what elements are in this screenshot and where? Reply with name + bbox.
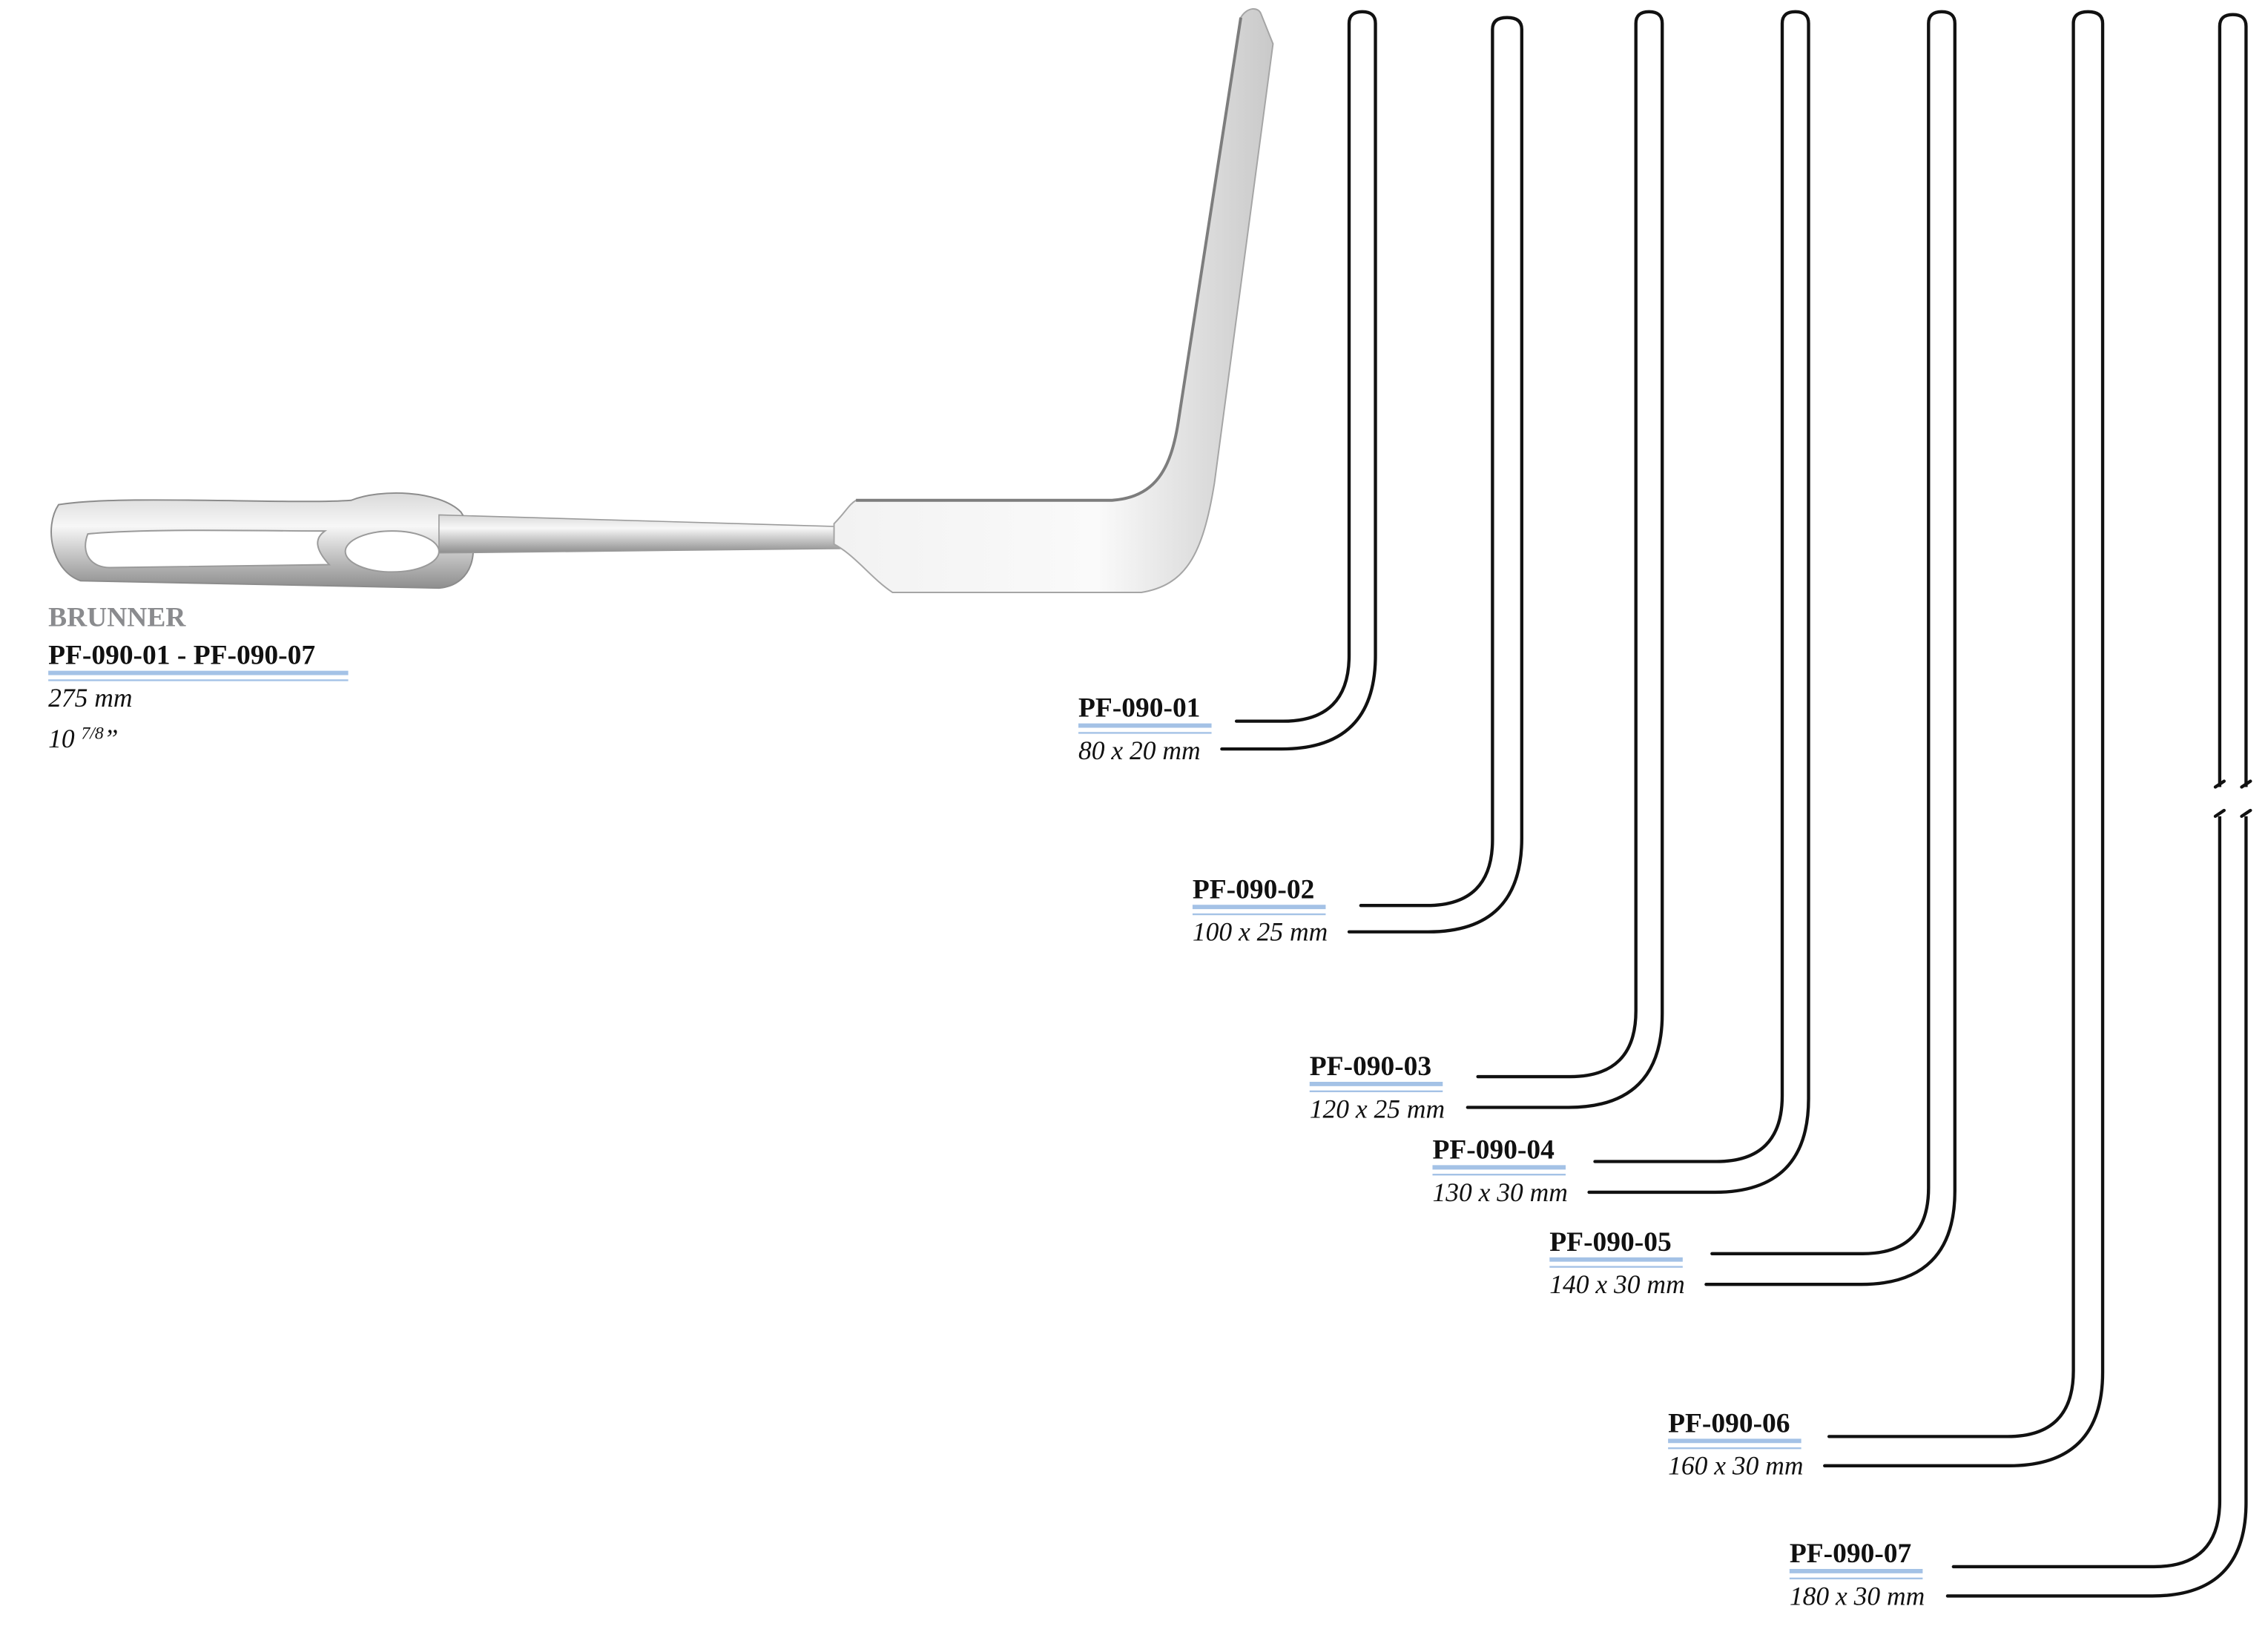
retractor-profile-outline [1823,10,2105,1468]
variant-item: PF-090-05 140 x 30 mm [1549,10,1957,1299]
retractor-profile-outline [1347,16,1523,934]
variant-code: PF-090-06 [1668,1408,1790,1438]
variant-code: PF-090-01 [1078,693,1200,724]
retractor-profile-outline [1220,10,1377,751]
variant-size: 130 x 30 mm [1432,1177,1567,1207]
retractor-profile-outline [1466,10,1664,1109]
variant-size: 100 x 25 mm [1193,917,1328,947]
variant-item: PF-090-07 180 x 30 mm [1790,13,2252,1610]
retractor-profile-outline [1704,10,1957,1286]
variant-item: PF-090-04 130 x 30 mm [1432,10,1810,1207]
brand-name: BRUNNER [48,602,186,632]
retractor-profile-outline [1587,10,1810,1195]
variant-code: PF-090-04 [1432,1135,1555,1166]
retractor-profile-outline [1945,13,2248,1598]
inch-mark: ” [104,724,119,753]
variant-item: PF-090-02 100 x 25 mm [1192,16,1523,947]
variant-code: PF-090-07 [1790,1539,1911,1569]
variant-size: 140 x 30 mm [1549,1269,1684,1299]
variant-item: PF-090-03 120 x 25 mm [1309,10,1664,1123]
break-mark [2213,779,2252,819]
length-inches-fraction: 7/8 [81,724,103,743]
variant-item: PF-090-01 80 x 20 mm [1078,10,1377,765]
variant-size: 180 x 30 mm [1790,1581,1925,1610]
length-mm: 275 mm [48,683,132,713]
variant-size: 80 x 20 mm [1078,736,1201,765]
length-inches: 10 7/8” [48,724,118,753]
variant-size: 120 x 25 mm [1310,1094,1445,1123]
variant-code: PF-090-03 [1310,1051,1431,1082]
length-inches-whole: 10 [48,724,81,753]
variant-code: PF-090-02 [1193,874,1314,905]
variant-code: PF-090-05 [1549,1227,1671,1258]
retractor-illustration [50,8,1274,594]
variant-size: 160 x 30 mm [1668,1451,1803,1481]
variant-item: PF-090-06 160 x 30 mm [1668,10,2105,1481]
product-range: PF-090-01 - PF-090-07 [48,641,315,671]
